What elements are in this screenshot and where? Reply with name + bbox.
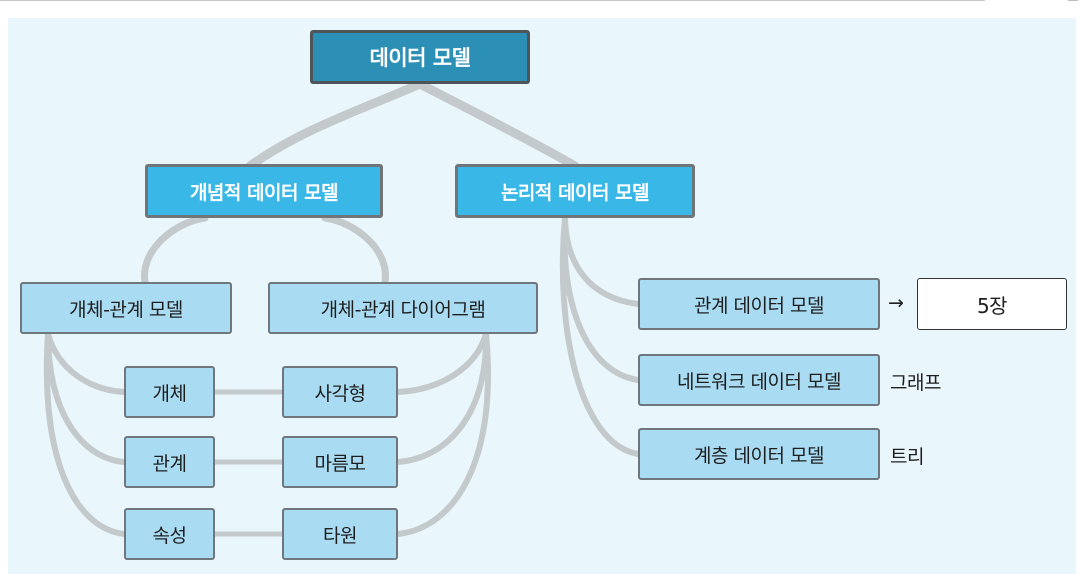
top-rule bbox=[0, 0, 985, 1]
node-er-model: 개체-관계 모델 bbox=[20, 282, 232, 334]
network-label: 네트워크 데이터 모델 bbox=[677, 370, 841, 393]
node-chapter-5: 5장 bbox=[917, 278, 1067, 330]
network-note: 그래프 bbox=[890, 372, 941, 394]
root-node-data-model: 데이터 모델 bbox=[310, 30, 530, 84]
node-relationship: 관계 bbox=[124, 436, 215, 488]
hierarchical-note: 트리 bbox=[890, 446, 924, 468]
relationship-label: 관계 bbox=[152, 452, 187, 475]
link-erdiagram-rectangle bbox=[395, 331, 489, 395]
logical-label: 논리적 데이터 모델 bbox=[500, 181, 650, 204]
node-ellipse: 타원 bbox=[282, 508, 398, 560]
er-model-label: 개체-관계 모델 bbox=[69, 298, 183, 321]
link-ermodel-entity bbox=[45, 331, 127, 395]
node-entity: 개체 bbox=[124, 366, 215, 418]
arrow-right-icon: → bbox=[888, 292, 904, 314]
node-network-data-model: 네트워크 데이터 모델 bbox=[638, 354, 880, 406]
rectangle-label: 사각형 bbox=[314, 382, 366, 405]
ellipse-label: 타원 bbox=[323, 524, 357, 547]
link-root-logical bbox=[415, 79, 580, 171]
er-diagram-label: 개체-관계 다이어그램 bbox=[320, 298, 486, 321]
entity-label: 개체 bbox=[152, 382, 187, 405]
conceptual-label: 개념적 데이터 모델 bbox=[189, 181, 339, 204]
attribute-label: 속성 bbox=[152, 524, 187, 547]
node-attribute: 속성 bbox=[124, 508, 215, 560]
link-root-conceptual bbox=[245, 79, 425, 171]
node-hierarchical-data-model: 계층 데이터 모델 bbox=[638, 428, 880, 480]
node-logical-data-model: 논리적 데이터 모델 bbox=[455, 164, 695, 218]
node-diamond: 마름모 bbox=[282, 436, 398, 488]
hierarchical-label: 계층 데이터 모델 bbox=[694, 444, 824, 467]
relational-label: 관계 데이터 모델 bbox=[694, 294, 824, 317]
link-logical-hierarchical bbox=[559, 215, 641, 457]
node-relational-data-model: 관계 데이터 모델 bbox=[638, 278, 880, 330]
node-conceptual-data-model: 개념적 데이터 모델 bbox=[145, 164, 383, 218]
link-erdiagram-ellipse bbox=[395, 331, 492, 537]
link-logical-relational bbox=[562, 215, 641, 307]
diamond-label: 마름모 bbox=[314, 452, 366, 475]
link-conceptual-er-model bbox=[141, 214, 209, 286]
chapter-label: 5장 bbox=[976, 293, 1008, 318]
root-label: 데이터 모델 bbox=[369, 46, 471, 70]
link-erdiagram-diamond bbox=[395, 331, 490, 465]
node-er-diagram: 개체-관계 다이어그램 bbox=[268, 282, 538, 334]
node-rectangle: 사각형 bbox=[282, 366, 398, 418]
link-conceptual-er-diagram bbox=[321, 214, 389, 286]
corner-tick bbox=[1068, 0, 1078, 7]
link-ermodel-attribute bbox=[43, 331, 127, 537]
